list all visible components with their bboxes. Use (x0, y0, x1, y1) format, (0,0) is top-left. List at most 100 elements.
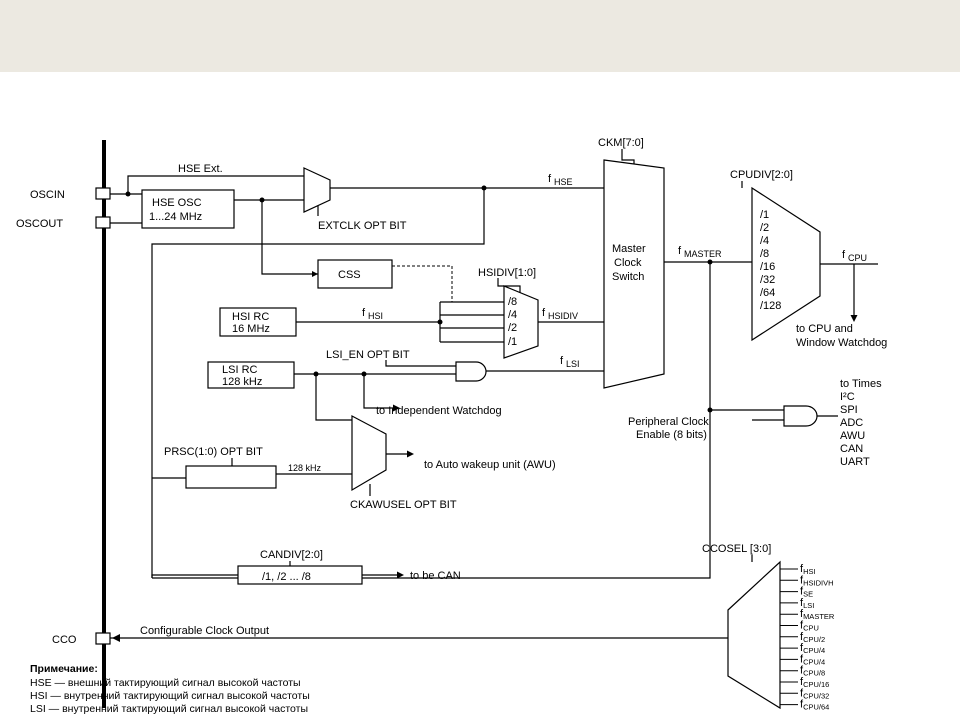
periph-target-2: SPI (840, 404, 858, 416)
cco-input-label: fCPU/64 (800, 699, 829, 712)
switch-line2: Clock (614, 257, 642, 269)
to-awu-label: to Auto wakeup unit (AWU) (424, 459, 556, 471)
slide-header-band (0, 0, 960, 72)
oscout-label: OSCOUT (16, 218, 63, 230)
fhsidiv-f: f (542, 307, 546, 319)
note-line-0: HSE — внешний тактирующий сигнал высокой… (30, 677, 301, 689)
cpudiv-opt-5: /32 (760, 274, 775, 286)
ckawusel-mux (351, 415, 387, 492)
css-label: CSS (338, 269, 361, 281)
candiv-box-label: /1, /2 ... /8 (262, 571, 311, 583)
fcpu-sub: CPU (848, 253, 867, 263)
css-block (317, 259, 393, 289)
periph-target-0: to Times (840, 378, 882, 390)
fcpu-f: f (842, 249, 846, 261)
fhsi-f: f (362, 307, 366, 319)
periph-target-1: I²C (840, 391, 855, 403)
master-clock-switch (603, 159, 665, 389)
cco-input-label: fCPU (800, 620, 819, 633)
prsc-block (185, 465, 277, 489)
periph-enable-line1: Peripheral Clock (628, 416, 709, 428)
cpudiv-opt-4: /16 (760, 261, 775, 273)
cco-input-label: fCPU/4 (800, 642, 825, 655)
extclk-mux (303, 167, 331, 213)
lsi-rc-line2: 128 kHz (222, 376, 262, 388)
periph-target-5: CAN (840, 443, 863, 455)
fhse-f: f (548, 173, 552, 185)
note-line-2: LSI — внутренний тактирующий сигнал высо… (30, 703, 308, 715)
fmaster-f: f (678, 245, 682, 257)
lsi-rc-line1: LSI RC (222, 364, 258, 376)
hsi-rc-block (219, 307, 297, 337)
cpudiv-opt-7: /128 (760, 300, 781, 312)
prsc-freq-label: 128 kHz (288, 463, 322, 473)
fhsidiv-sub: HSIDIV (548, 311, 578, 321)
hsi-rc-line1: HSI RC (232, 311, 269, 323)
hsidiv-opt-2: /2 (508, 322, 517, 334)
cco-input-label: fMASTER (800, 608, 835, 621)
cco-label: CCO (52, 634, 77, 646)
cpudiv-opt-3: /8 (760, 248, 769, 260)
switch-line1: Master (612, 243, 646, 255)
fmaster-sub: MASTER (684, 249, 722, 259)
hsidiv-opt-3: /1 (508, 336, 517, 348)
periph-target-3: ADC (840, 417, 863, 429)
cpudiv-opt-1: /2 (760, 222, 769, 234)
cco-input-label: fHSI (800, 563, 816, 576)
cpudiv-label: CPUDIV[2:0] (730, 169, 793, 181)
cco-input-label: fCPU/2 (800, 631, 825, 644)
hsidiv-opt-1: /4 (508, 309, 517, 321)
hsidiv-opt-0: /8 (508, 296, 517, 308)
periph-target-6: UART (840, 456, 870, 468)
fhse-sub: HSE (554, 177, 573, 187)
lsi-and-gate (455, 361, 487, 382)
cco-input-label: fCPU/16 (800, 676, 829, 689)
ckawusel-label: CKAWUSEL OPT BIT (350, 499, 457, 511)
cco-input-label: fCPU/32 (800, 687, 829, 700)
cpudiv-mux (751, 186, 821, 342)
hsidiv-mux (503, 285, 539, 359)
flsi-sub: LSI (566, 359, 580, 369)
hse-osc-line1: HSE OSC (152, 197, 202, 209)
fhsi-sub: HSI (368, 311, 383, 321)
ccosel-label: CCOSEL [3:0] (702, 543, 771, 555)
cco-input-label: fCPU/4 (800, 653, 825, 666)
note-title: Примечание: (30, 663, 98, 675)
cco-input-label: fSE (800, 586, 813, 599)
cpudiv-opt-2: /4 (760, 235, 769, 247)
cpudiv-opt-6: /64 (760, 287, 775, 299)
cpu-dest-line1: to CPU and (796, 323, 853, 335)
hse-osc-block (141, 189, 235, 229)
cco-input-label: fLSI (800, 597, 814, 610)
candiv-label: CANDIV[2:0] (260, 549, 323, 561)
cco-input-label: fHSIDIVH (800, 574, 833, 587)
cpudiv-opt-0: /1 (760, 209, 769, 221)
to-iwdg-label: to Independent Watchdog (376, 405, 502, 417)
to-can-label: to be CAN (410, 570, 461, 582)
oscin-pin[interactable] (95, 187, 111, 200)
lsi-en-opt-label: LSI_EN OPT BIT (326, 349, 410, 361)
cco-input-list: fHSIfHSIDIVHfSEfLSIfMASTERfCPUfCPU/2fCPU… (780, 563, 835, 712)
cco-output-label: Configurable Clock Output (140, 625, 269, 637)
ckm-label: CKM[7:0] (598, 137, 644, 149)
switch-line3: Switch (612, 271, 644, 283)
oscin-label: OSCIN (30, 189, 65, 201)
periph-target-4: AWU (840, 430, 865, 442)
extclk-opt-label: EXTCLK OPT BIT (318, 220, 407, 232)
peripheral-and-gate (783, 405, 818, 427)
pin-bus (102, 140, 106, 708)
hse-osc-line2: 1...24 MHz (149, 211, 202, 223)
hsidiv-label: HSIDIV[1:0] (478, 267, 536, 279)
note-line-1: HSI — внутренний тактирующий сигнал высо… (30, 690, 310, 702)
cpu-dest-line2: Window Watchdog (796, 337, 887, 349)
prsc-label: PRSC(1:0) OPT BIT (164, 446, 263, 458)
cco-mux (727, 560, 781, 710)
flsi-f: f (560, 355, 564, 367)
hsi-rc-line2: 16 MHz (232, 323, 270, 335)
lsi-rc-block (207, 361, 295, 389)
cco-pin[interactable] (95, 632, 111, 645)
oscout-pin[interactable] (95, 216, 111, 229)
periph-enable-line2: Enable (8 bits) (636, 429, 707, 441)
cco-input-label: fCPU/8 (800, 665, 825, 678)
hse-ext-label: HSE Ext. (178, 163, 223, 175)
